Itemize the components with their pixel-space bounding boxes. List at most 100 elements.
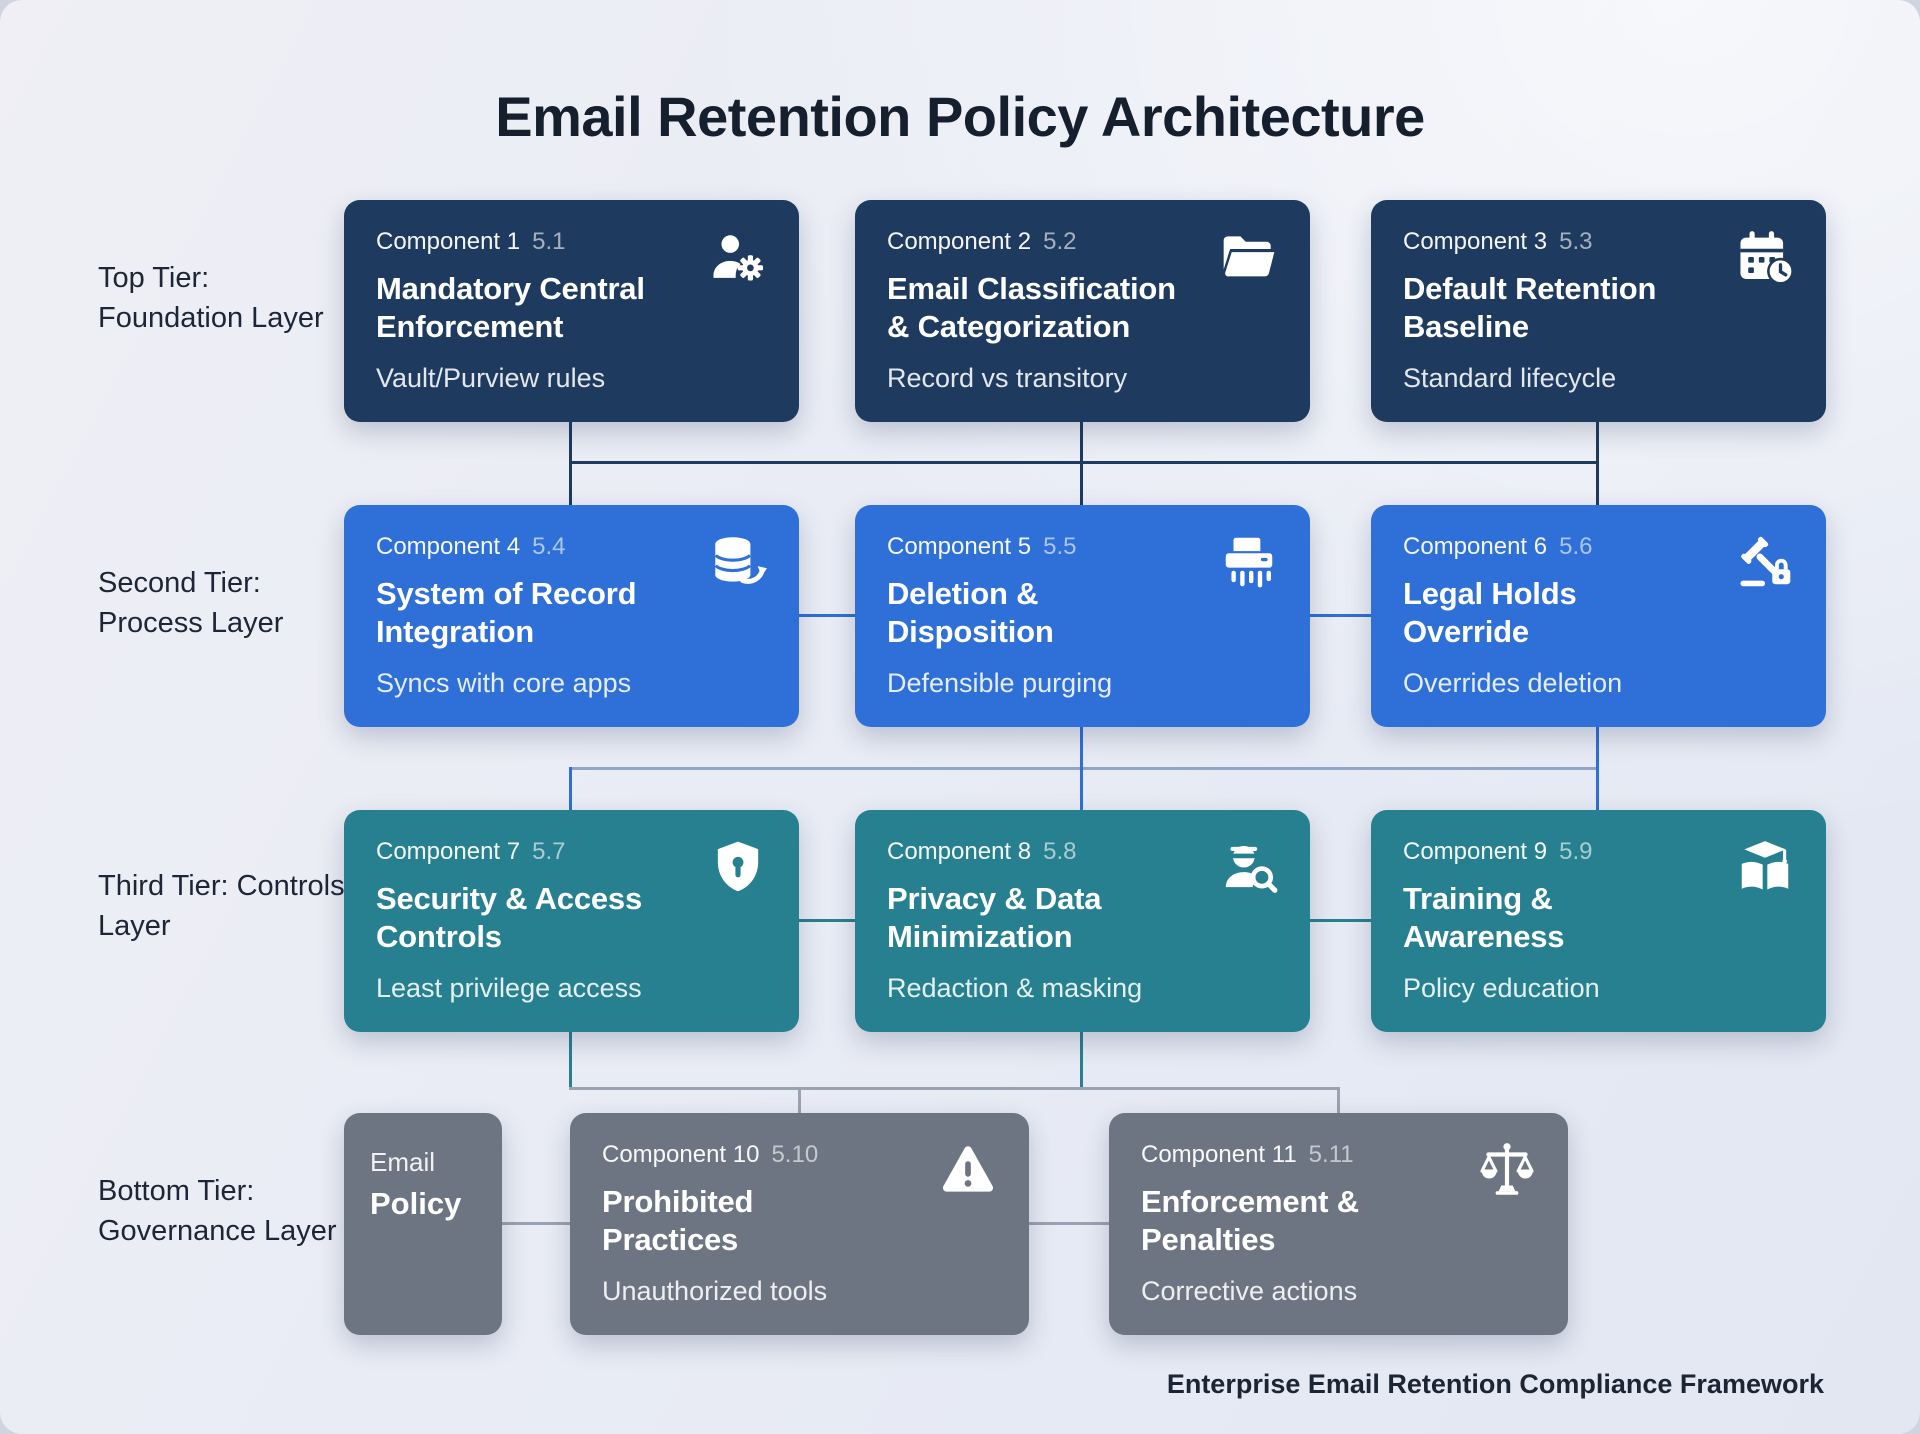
connector-line: [799, 614, 855, 617]
card-title: System of Record Integration: [376, 576, 637, 649]
connector-line: [569, 767, 572, 811]
card-header: Component 11 5.11: [1141, 1141, 1536, 1169]
card-title: Security & Access Controls: [376, 881, 642, 954]
card-component-3: Component 3 5.3 Default Retention Baselin…: [1371, 200, 1826, 422]
shredder-icon: [1218, 531, 1280, 593]
card-title: Legal Holds Override: [1403, 576, 1577, 649]
connector-line: [569, 461, 1599, 464]
card-title: Deletion & Disposition: [887, 576, 1054, 649]
card-header: Component 7 5.7: [376, 838, 767, 866]
connector-line: [799, 919, 855, 922]
connector-line: [1310, 919, 1371, 922]
card-subtitle: Defensible purging: [887, 668, 1113, 698]
card-subtitle: Policy education: [1403, 973, 1600, 1003]
policy-title: Policy: [370, 1186, 462, 1221]
connector-line: [1080, 422, 1083, 506]
tier-label-governance: Bottom Tier: Governance Layer: [98, 1175, 337, 1248]
tier-label-process: Second Tier: Process Layer: [98, 567, 284, 640]
card-title: Mandatory Central Enforcement: [376, 271, 645, 344]
card-header: Component 3 5.3: [1403, 228, 1794, 256]
card-header: Component 1 5.1: [376, 228, 767, 256]
section-number: 5.10: [771, 1141, 819, 1168]
scales-icon: [1476, 1139, 1538, 1201]
user-gear-icon: [707, 226, 769, 288]
card-title: Training & Awareness: [1403, 881, 1565, 954]
card-subtitle: Overrides deletion: [1403, 668, 1623, 698]
connector-line: [798, 1087, 801, 1114]
card-subtitle: Standard lifecycle: [1403, 363, 1617, 393]
card-title: Enforcement & Penalties: [1141, 1184, 1359, 1257]
section-number: 5.2: [1043, 228, 1077, 255]
section-number: 5.5: [1043, 533, 1077, 560]
section-number: 5.4: [532, 533, 566, 560]
database-sync-icon: [707, 531, 769, 593]
policy-eyebrow: Email: [370, 1147, 436, 1177]
connector-line: [1310, 614, 1371, 617]
component-label: Component 3: [1403, 228, 1548, 255]
connector-line: [1596, 422, 1599, 506]
connector-line: [1080, 1032, 1083, 1090]
card-header: Component 10 5.10: [602, 1141, 997, 1169]
section-number: 5.7: [532, 838, 566, 865]
connector-line: [1337, 1087, 1340, 1114]
card-component-5: Component 5 5.5 Deletion & Disposition De…: [855, 505, 1310, 727]
card-component-7: Component 7 5.7 Security & Access Control…: [344, 810, 799, 1032]
card-component-10: Component 10 5.10 Prohibited Practices Un…: [570, 1113, 1029, 1335]
footer-caption: Enterprise Email Retention Compliance Fr…: [1166, 1369, 1824, 1399]
card-header: Component 4 5.4: [376, 533, 767, 561]
section-number: 5.8: [1043, 838, 1077, 865]
card-component-8: Component 8 5.8 Privacy & Data Minimizati…: [855, 810, 1310, 1032]
card-header: Component 8 5.8: [887, 838, 1278, 866]
section-number: 5.11: [1308, 1141, 1354, 1168]
component-label: Component 8: [887, 838, 1032, 865]
folder-icon: [1218, 226, 1280, 288]
connector-line: [1080, 727, 1083, 811]
component-label: Component 7: [376, 838, 521, 865]
connector-line: [569, 422, 572, 506]
component-label: Component 5: [887, 533, 1032, 560]
tier-label-controls: Third Tier: Controls Layer: [98, 870, 345, 943]
section-number: 5.3: [1559, 228, 1593, 255]
card-title: Privacy & Data Minimization: [887, 881, 1102, 954]
component-label: Component 11: [1141, 1141, 1297, 1168]
section-number: 5.1: [532, 228, 566, 255]
user-search-icon: [1218, 836, 1280, 898]
page-title: Email Retention Policy Architecture: [495, 85, 1425, 148]
card-component-2: Component 2 5.2 Email Classification & Ca…: [855, 200, 1310, 422]
section-number: 5.9: [1559, 838, 1593, 865]
card-subtitle: Unauthorized tools: [602, 1276, 828, 1306]
shield-lock-icon: [707, 836, 769, 898]
component-label: Component 4: [376, 533, 521, 560]
section-number: 5.6: [1559, 533, 1593, 560]
component-label: Component 2: [887, 228, 1032, 255]
card-subtitle: Syncs with core apps: [376, 668, 632, 698]
gavel-lock-icon: [1734, 531, 1796, 593]
card-component-1: Component 1 5.1 Mandatory Central Enforce…: [344, 200, 799, 422]
card-component-11: Component 11 5.11 Enforcement & Penalties…: [1109, 1113, 1568, 1335]
component-label: Component 10: [602, 1141, 760, 1168]
tier-label-foundation: Top Tier: Foundation Layer: [98, 262, 324, 335]
card-subtitle: Redaction & masking: [887, 973, 1143, 1003]
card-subtitle: Least privilege access: [376, 973, 642, 1003]
card-header: Component 5 5.5: [887, 533, 1278, 561]
card-header: Component 2 5.2: [887, 228, 1278, 256]
card-title: Prohibited Practices: [602, 1184, 754, 1257]
education-icon: [1734, 836, 1796, 898]
connector-line: [1596, 727, 1599, 811]
calendar-clock-icon: [1734, 226, 1796, 288]
warning-icon: [937, 1139, 999, 1201]
card-title: Email Classification & Categorization: [887, 271, 1176, 344]
card-header: Component 9 5.9: [1403, 838, 1794, 866]
connector-line: [569, 767, 1599, 770]
card-subtitle: Record vs transitory: [887, 363, 1128, 393]
component-label: Component 9: [1403, 838, 1548, 865]
card-title: Default Retention Baseline: [1403, 271, 1657, 344]
component-label: Component 6: [1403, 533, 1548, 560]
card-component-9: Component 9 5.9 Training & Awareness Poli…: [1371, 810, 1826, 1032]
connector-line: [569, 1032, 572, 1090]
component-label: Component 1: [376, 228, 521, 255]
card-email-policy: Email Policy: [344, 1113, 502, 1335]
card-header: Component 6 5.6: [1403, 533, 1794, 561]
connector-line: [502, 1222, 570, 1225]
